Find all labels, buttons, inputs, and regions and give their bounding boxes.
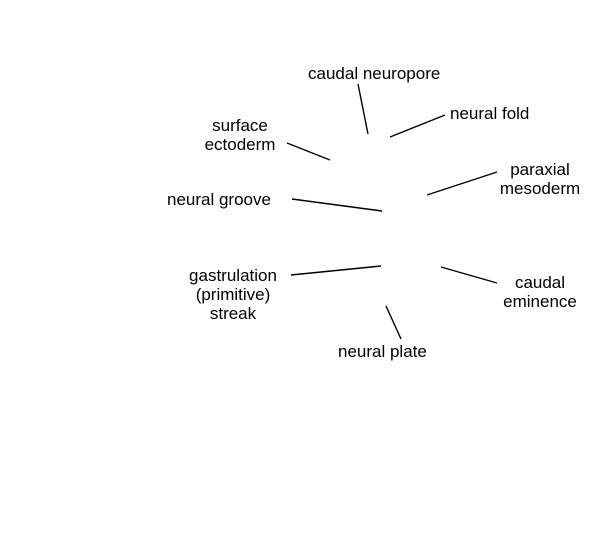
label-neural-plate-text: neural plate: [338, 342, 427, 361]
label-gastrulation-streak-line3: streak: [209, 304, 257, 323]
label-surface-ectoderm: surface ectoderm: [195, 116, 285, 154]
label-gastrulation-streak: gastrulation (primitive) streak: [178, 266, 288, 323]
label-caudal-neuropore-text: caudal neuropore: [308, 64, 441, 83]
leader-surface-ectoderm: [286, 142, 331, 161]
leader-neural-plate: [385, 305, 402, 340]
label-neural-plate: neural plate: [338, 342, 427, 361]
label-neural-fold: neural fold: [450, 104, 529, 123]
label-caudal-neuropore: caudal neuropore: [308, 64, 440, 83]
label-gastrulation-streak-line2: (primitive): [195, 285, 271, 304]
leader-paraxial-mesoderm: [426, 171, 498, 196]
label-caudal-eminence-line2: eminence: [503, 292, 577, 311]
label-caudal-eminence-line1: caudal: [514, 273, 566, 292]
label-neural-groove: neural groove: [167, 190, 271, 209]
label-paraxial-mesoderm-line2: mesoderm: [499, 179, 581, 198]
leader-caudal-neuropore: [357, 83, 369, 135]
label-caudal-eminence: caudal eminence: [490, 273, 590, 311]
label-surface-ectoderm-line2: ectoderm: [204, 135, 276, 154]
leader-caudal-eminence: [440, 266, 498, 284]
label-gastrulation-streak-line1: gastrulation: [189, 266, 277, 285]
label-neural-groove-text: neural groove: [167, 190, 271, 209]
leader-neural-groove: [291, 198, 383, 212]
label-surface-ectoderm-line1: surface: [212, 116, 268, 135]
label-neural-fold-text: neural fold: [450, 104, 530, 123]
leader-neural-fold: [389, 114, 446, 138]
leader-gastrulation-streak: [290, 265, 382, 276]
label-paraxial-mesoderm-line1: paraxial: [510, 160, 570, 179]
label-paraxial-mesoderm: paraxial mesoderm: [490, 160, 590, 198]
